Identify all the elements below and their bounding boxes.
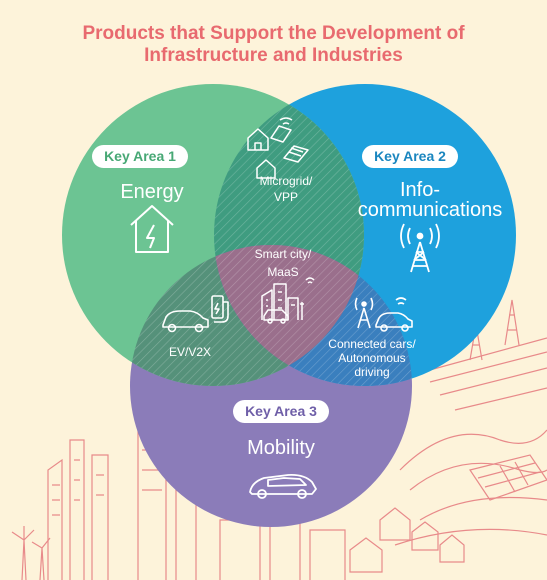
ev-v2x-label: EV/V2X xyxy=(168,345,212,359)
mobility-label: Mobility xyxy=(247,437,315,459)
house-lightning-icon xyxy=(130,205,174,253)
smart-city-label-line-2: MaaS xyxy=(267,265,299,279)
figure-title-line-2: Infrastructure and Industries xyxy=(144,45,403,66)
ev-charging-icon xyxy=(162,295,229,333)
smart-city-icon xyxy=(261,277,315,324)
connected-cars-label-line-2: Autonomous xyxy=(338,351,406,365)
key-area-3-badge: Key Area 3 xyxy=(233,400,329,423)
connected-cars-label-line-3: driving xyxy=(354,365,390,379)
connected-car-icon xyxy=(354,297,413,332)
figure-title-line-1: Products that Support the Development of xyxy=(82,23,465,44)
smart-city-label-line-1: Smart city/ xyxy=(254,247,312,261)
power-lines xyxy=(429,299,547,411)
antenna-tower-icon xyxy=(400,223,440,273)
key-area-2-badge: Key Area 2 xyxy=(362,145,458,168)
infocommunications-label-line-1: Info- xyxy=(399,179,441,201)
car-icon xyxy=(249,473,317,499)
overlap-tints-info-mobility xyxy=(214,245,412,386)
connected-cars-label-line-1: Connected cars/ xyxy=(328,337,416,351)
wind-turbines xyxy=(11,526,51,580)
solar-house-icon xyxy=(247,117,309,179)
infocommunications-label-line-2: communications xyxy=(357,199,503,221)
microgrid-vpp-label-line-2: VPP xyxy=(273,190,298,204)
solar-field xyxy=(469,454,547,501)
microgrid-vpp-label-line-1: Microgrid/ xyxy=(259,174,313,188)
energy-label: Energy xyxy=(120,181,184,203)
houses xyxy=(349,507,465,573)
key-area-1-badge: Key Area 1 xyxy=(92,145,188,168)
